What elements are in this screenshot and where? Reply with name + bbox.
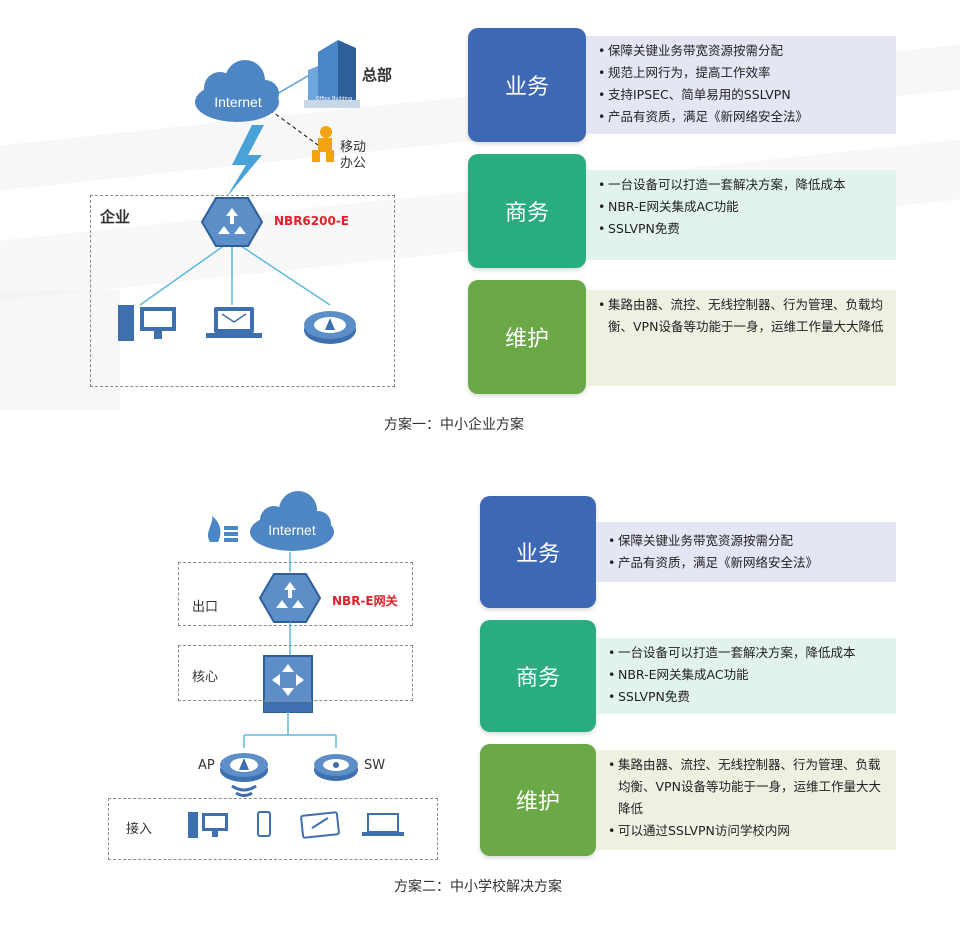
list-item: 集路由器、流控、无线控制器、行为管理、负载均衡、VPN设备等功能于一身，运维工作…	[608, 754, 888, 820]
core-zone	[178, 645, 413, 701]
hq-label: 总部	[362, 66, 393, 84]
device-label: NBR6200-E	[274, 214, 350, 228]
internet-label: Internet	[214, 94, 262, 110]
panel-commerce-2: 一台设备可以打造一套解决方案，降低成本 NBR-E网关集成AC功能 SSLVPN…	[596, 638, 896, 714]
panel-business-2: 保障关键业务带宽资源按需分配 产品有资质，满足《新网络安全法》	[596, 522, 896, 582]
enterprise-label: 企业	[100, 208, 131, 226]
list-item: NBR-E网关集成AC功能	[598, 196, 888, 218]
mobile-label-2: 办公	[340, 156, 367, 171]
list-item: 集路由器、流控、无线控制器、行为管理、负载均衡、VPN设备等功能于一身，运维工作…	[598, 294, 888, 338]
card-commerce-2: 商务	[480, 620, 596, 732]
building-icon	[304, 40, 360, 108]
card-business-2: 业务	[480, 496, 596, 608]
lightning-icon	[226, 125, 264, 198]
router-icon	[200, 197, 264, 247]
list-item: 规范上网行为，提高工作效率	[598, 62, 888, 84]
list-item: 一台设备可以打造一套解决方案，降低成本	[598, 174, 888, 196]
switch-icon	[314, 754, 358, 781]
core-label: 核心	[192, 670, 219, 685]
list-item: 产品有资质，满足《新网络安全法》	[608, 552, 888, 574]
list-item: SSLVPN免费	[608, 686, 888, 708]
list-item: NBR-E网关集成AC功能	[608, 664, 888, 686]
phone-icon	[257, 811, 271, 837]
desktop-computer-icon	[188, 812, 228, 838]
laptop-icon	[206, 307, 262, 338]
exit-label: 出口	[192, 600, 219, 615]
list-item: SSLVPN免费	[598, 218, 888, 240]
router-icon	[258, 573, 322, 623]
card-business-1: 业务	[468, 28, 586, 142]
card-commerce-1: 商务	[468, 154, 586, 268]
list-item: 支持IPSEC、简单易用的SSLVPN	[598, 84, 888, 106]
list-item: 保障关键业务带宽资源按需分配	[598, 40, 888, 62]
access-point-icon	[220, 753, 268, 782]
list-item: 一台设备可以打造一套解决方案，降低成本	[608, 642, 888, 664]
panel-business-1: 保障关键业务带宽资源按需分配 规范上网行为，提高工作效率 支持IPSEC、简单易…	[586, 36, 896, 134]
mobile-user-icon	[312, 126, 334, 162]
list-item: 产品有资质，满足《新网络安全法》	[598, 106, 888, 128]
panel-commerce-1: 一台设备可以打造一套解决方案，降低成本 NBR-E网关集成AC功能 SSLVPN…	[586, 170, 896, 260]
access-point-icon	[304, 311, 356, 344]
background-stripe	[0, 290, 120, 410]
core-switch-icon	[263, 655, 313, 713]
scheme1-diagram	[118, 40, 360, 344]
wifi-icon	[231, 784, 257, 797]
enterprise-boundary	[90, 195, 395, 387]
internet-label: Internet	[268, 522, 316, 538]
sw-label: SW	[364, 758, 386, 773]
building-text: Office Building	[315, 96, 353, 102]
ap-label: AP	[198, 758, 215, 773]
firewall-icon	[208, 516, 238, 542]
tablet-icon	[300, 811, 340, 839]
mobile-label-1: 移动	[340, 140, 367, 155]
desktop-computer-icon	[118, 305, 176, 341]
laptop-icon	[362, 813, 404, 836]
panel-maintenance-1: 集路由器、流控、无线控制器、行为管理、负载均衡、VPN设备等功能于一身，运维工作…	[586, 290, 896, 386]
cloud-icon	[195, 60, 279, 122]
panel-maintenance-2: 集路由器、流控、无线控制器、行为管理、负载均衡、VPN设备等功能于一身，运维工作…	[596, 750, 896, 850]
device-label: NBR-E网关	[332, 594, 398, 608]
scheme2-diagram	[188, 491, 404, 839]
scheme2-caption: 方案二：中小学校解决方案	[394, 879, 562, 895]
access-zone	[108, 798, 438, 860]
card-maintenance-1: 维护	[468, 280, 586, 394]
exit-zone	[178, 562, 413, 626]
list-item: 保障关键业务带宽资源按需分配	[608, 530, 888, 552]
access-label: 接入	[126, 822, 153, 837]
cloud-icon	[250, 491, 334, 551]
scheme1-caption: 方案一：中小企业方案	[384, 417, 524, 433]
list-item: 可以通过SSLVPN访问学校内网	[608, 820, 888, 842]
card-maintenance-2: 维护	[480, 744, 596, 856]
